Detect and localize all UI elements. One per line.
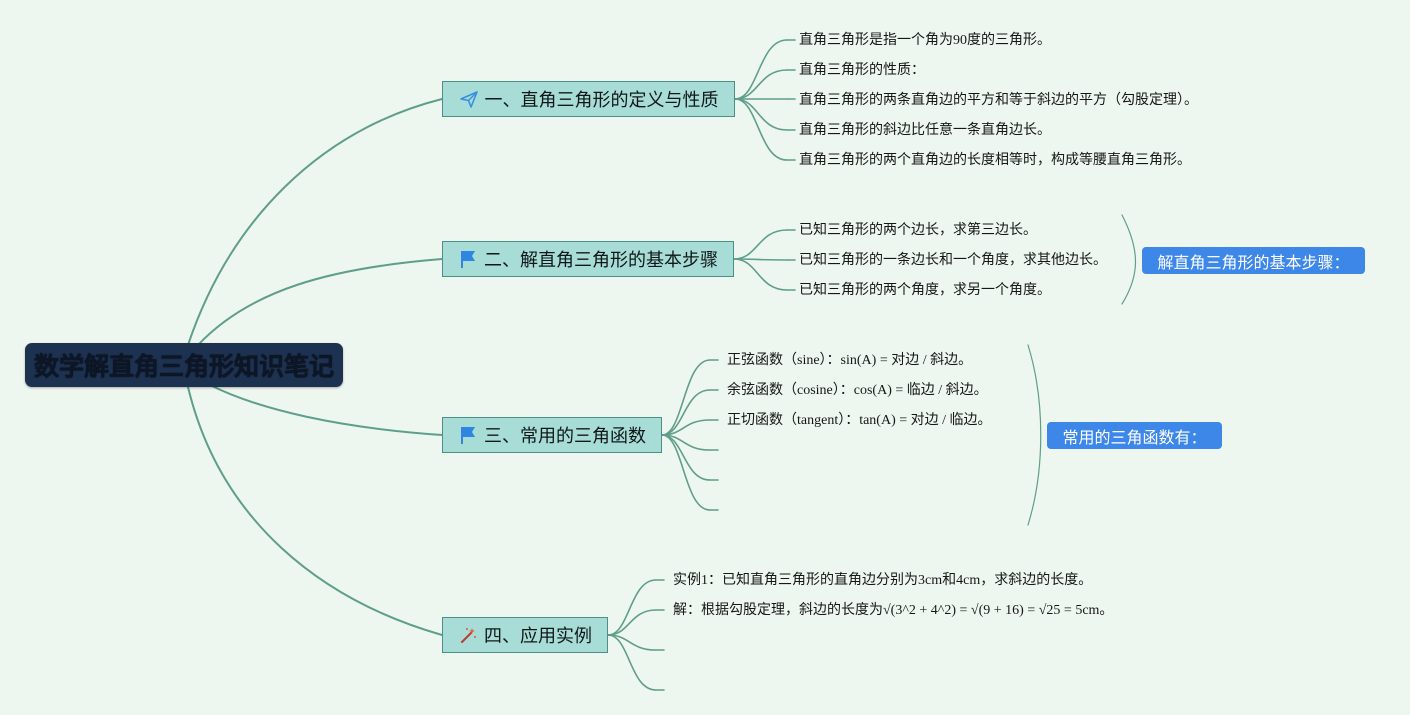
leaf-text: 实例1：已知直角三角形的直角边分别为3cm和4cm，求斜边的长度。 (673, 573, 1093, 588)
topic-to-leaf-connector (607, 634, 657, 691)
topic-to-leaf-connector (661, 389, 711, 436)
summary-steps[interactable]: 解直角三角形的基本步骤： (1142, 247, 1365, 274)
paper-plane-icon (459, 89, 479, 109)
topic-definition[interactable]: 一、直角三角形的定义与性质 (442, 81, 735, 117)
topic-to-leaf-connector (661, 359, 711, 436)
summary-brace (1027, 344, 1042, 526)
leaf-text: 已知三角形的两个角度，求另一个角度。 (799, 283, 1051, 298)
topic-to-leaf-connector (607, 609, 657, 636)
leaf-text: 直角三角形的两条直角边的平方和等于斜边的平方（勾股定理）。 (799, 93, 1198, 108)
topic-to-leaf-connector (733, 258, 788, 291)
topic-to-leaf-connector (734, 98, 788, 161)
leaf-text: 直角三角形是指一个角为90度的三角形。 (799, 33, 1051, 48)
leaf-text: 直角三角形的两个直角边的长度相等时，构成等腰直角三角形。 (799, 153, 1191, 168)
leaf-text: 直角三角形的斜边比任意一条直角边长。 (799, 123, 1051, 138)
summary-brace (1121, 214, 1137, 305)
root-to-topic-connector (187, 98, 443, 346)
root-to-topic-connector (209, 384, 443, 436)
leaf-text: 直角三角形的性质： (799, 63, 925, 78)
flag-icon (458, 249, 478, 269)
topic-to-leaf-connector (734, 98, 788, 131)
summary-label: 解直角三角形的基本步骤： (1157, 252, 1350, 272)
leaf-text: 正弦函数（sine）：sin(A) = 对边 / 斜边。 (727, 353, 973, 368)
topic-to-leaf-connector (734, 69, 788, 100)
topic-to-leaf-connector (661, 434, 711, 511)
leaf-text: 正切函数（tangent）：tan(A) = 对边 / 临边。 (727, 413, 992, 428)
root-to-topic-connector (197, 258, 443, 346)
topic-label: 四、应用实例 (484, 626, 592, 647)
topic-to-leaf-connector (607, 579, 657, 636)
topic-trig-functions[interactable]: 三、常用的三角函数 (442, 417, 662, 453)
topic-to-leaf-connector (733, 229, 788, 260)
topic-label: 二、解直角三角形的基本步骤 (484, 250, 718, 271)
root-node[interactable]: 数学解直角三角形知识笔记 (25, 343, 343, 387)
leaf-text: 已知三角形的一条边长和一个角度，求其他边长。 (799, 253, 1107, 268)
topic-label: 三、常用的三角函数 (484, 426, 646, 447)
root-to-topic-connector (187, 386, 443, 636)
root-title: 数学解直角三角形知识笔记 (33, 352, 334, 381)
leaf-text: 余弦函数（cosine）：cos(A) = 临边 / 斜边。 (727, 383, 988, 398)
leaf-text: 已知三角形的两个边长，求第三边长。 (799, 223, 1037, 238)
leaf-text: 解：根据勾股定理，斜边的长度为√(3^2 + 4^2) = √(9 + 16) … (673, 603, 1114, 618)
topic-label: 一、直角三角形的定义与性质 (484, 90, 719, 111)
topic-steps[interactable]: 二、解直角三角形的基本步骤 (442, 241, 734, 277)
topic-examples[interactable]: 四、应用实例 (442, 617, 608, 653)
summary-trig[interactable]: 常用的三角函数有： (1047, 422, 1222, 449)
summary-label: 常用的三角函数有： (1062, 427, 1207, 447)
topic-to-leaf-connector (734, 39, 788, 100)
topic-to-leaf-connector (661, 434, 711, 481)
magic-wand-icon (458, 625, 478, 645)
flag-icon (458, 425, 478, 445)
